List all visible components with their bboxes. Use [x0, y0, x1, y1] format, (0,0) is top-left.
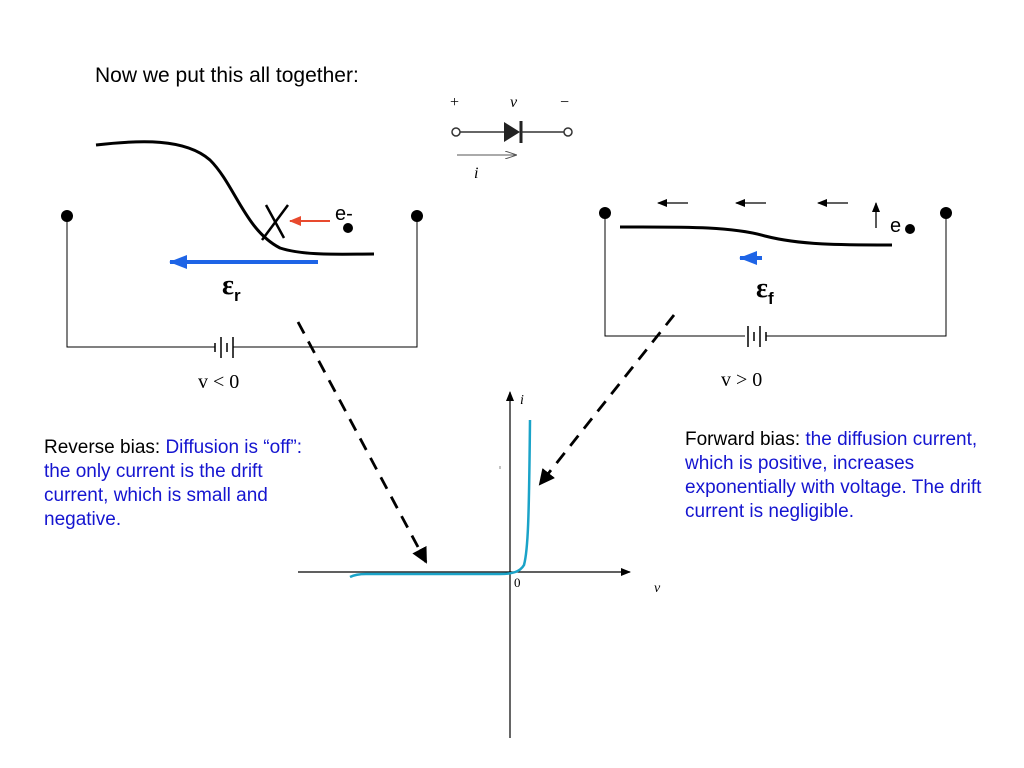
reverse-bias-label: Reverse bias:	[44, 437, 166, 458]
reverse-bias-circuit: e- εr v < 0	[61, 140, 423, 393]
wire-left	[604, 213, 745, 337]
diode-triangle-icon	[504, 122, 520, 142]
battery-icon	[211, 337, 234, 358]
symbol-current: i	[474, 165, 478, 182]
electron-label: e	[890, 215, 901, 237]
condition-label: v > 0	[721, 369, 762, 391]
reverse-pointer-arrow-icon	[296, 321, 428, 564]
electron-dot	[343, 223, 353, 233]
diode-symbol: + v − i	[450, 94, 573, 182]
electron-dot	[905, 224, 915, 234]
forward-bias-description: Forward bias: the diffusion current, whi…	[685, 428, 985, 524]
field-symbol: εf	[756, 273, 774, 308]
iv-graph: i v 0	[298, 391, 661, 738]
wire-right	[766, 213, 947, 337]
reverse-bias-explanation: Diffusion is “off”: the only current is …	[44, 437, 303, 530]
symbol-plus: +	[450, 94, 459, 111]
wire-left	[66, 216, 211, 348]
electron-label: e-	[335, 203, 353, 225]
forward-pointer-arrow-icon	[538, 314, 676, 486]
page-title: Now we put this all together:	[95, 64, 359, 87]
battery-icon	[747, 326, 767, 347]
field-symbol: εr	[222, 270, 241, 305]
symbol-voltage: v	[510, 94, 518, 111]
cathode-terminal	[563, 127, 573, 137]
origin-label: 0	[514, 575, 521, 590]
energy-band-curve	[619, 225, 893, 247]
reverse-bias-description: Reverse bias: Diffusion is “off”: the on…	[44, 436, 314, 532]
wire-right	[233, 216, 418, 348]
forward-bias-circuit: e εf v > 0	[599, 199, 952, 391]
blocked-cross-icon	[260, 204, 290, 241]
anode-terminal	[451, 127, 461, 137]
symbol-minus: −	[560, 94, 569, 111]
x-axis-label: v	[654, 581, 661, 596]
iv-curve	[349, 419, 532, 579]
forward-bias-explanation: the diffusion current, which is positive…	[685, 429, 982, 522]
energy-band-curve	[95, 140, 375, 256]
y-axis-label: i	[520, 393, 524, 408]
condition-label: v < 0	[198, 371, 239, 393]
forward-bias-label: Forward bias:	[685, 429, 806, 450]
